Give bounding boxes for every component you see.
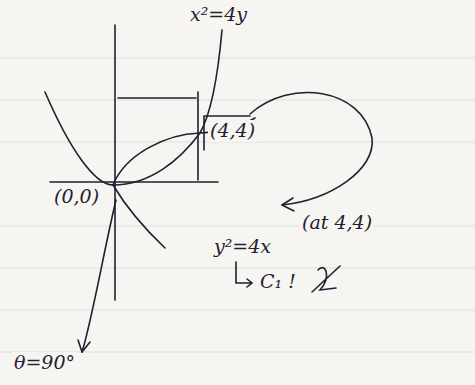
arrow-head xyxy=(78,340,90,352)
ink-strokes xyxy=(45,25,372,352)
curved-arrow xyxy=(250,92,372,205)
angle-label: θ=90° xyxy=(12,352,77,374)
guide-line xyxy=(197,92,199,180)
ruled-lines xyxy=(0,58,475,352)
curve-label: y²=4x xyxy=(212,236,273,258)
origin-label: (0,0) xyxy=(52,186,101,208)
guide-line xyxy=(118,97,196,99)
curve-name: C₁ ! xyxy=(258,271,298,293)
scribble xyxy=(312,266,340,292)
y-axis xyxy=(114,25,116,300)
parabola-right-lower xyxy=(113,185,165,248)
curve-label: x²=4y xyxy=(188,4,249,26)
pointer-line xyxy=(82,200,116,352)
arrow-head xyxy=(282,198,294,211)
hook-arrow xyxy=(236,262,252,287)
note-label: (at 4,4) xyxy=(300,212,374,234)
point-label: (4,4) xyxy=(208,120,257,142)
parabola-up xyxy=(45,30,222,185)
